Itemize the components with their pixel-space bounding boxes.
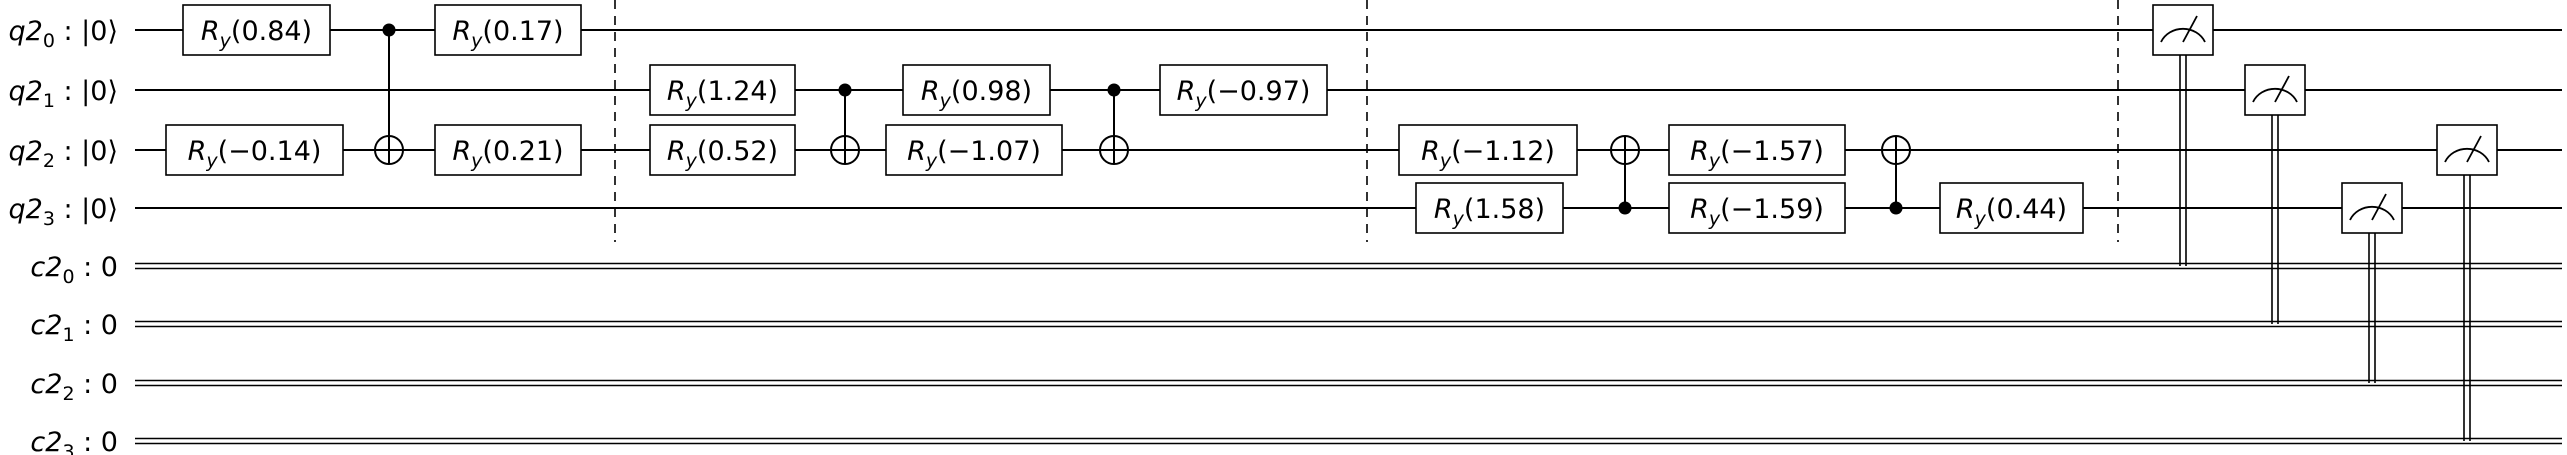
- cnot-gate: [1610, 135, 1640, 215]
- wire-label: c21 : 0: [30, 310, 118, 346]
- ry-gate: Ry(−0.97): [1159, 64, 1328, 116]
- meter-icon: [2349, 193, 2395, 221]
- svg-text:Ry(−1.07): Ry(−1.07): [907, 136, 1041, 172]
- ry-gate: Ry(0.98): [902, 64, 1051, 116]
- ry-gate: Ry(0.17): [434, 4, 582, 56]
- measure-gate: [2244, 64, 2306, 324]
- svg-text:Ry(−0.14): Ry(−0.14): [188, 136, 322, 172]
- svg-text:Ry(−1.59): Ry(−1.59): [1690, 194, 1824, 230]
- barriers: [614, 0, 2119, 242]
- ry-gate: Ry(1.58): [1415, 182, 1564, 234]
- meter-icon: [2444, 135, 2490, 163]
- svg-text:Ry(0.52): Ry(0.52): [667, 136, 778, 172]
- gates: Ry(0.84) Ry(−0.14) Ry(0.17) Ry(0.21) Ry(1.24…: [165, 4, 2498, 441]
- svg-text:Ry(−0.97): Ry(−0.97): [1177, 76, 1311, 112]
- svg-text:Ry(−1.57): Ry(−1.57): [1690, 136, 1824, 172]
- ry-gate: Ry(−1.07): [885, 124, 1063, 176]
- ry-gate: Ry(0.21): [434, 124, 582, 176]
- ry-gate: Ry(0.52): [649, 124, 796, 176]
- meter-icon: [2252, 75, 2298, 103]
- ry-gate: Ry(−1.59): [1668, 182, 1846, 234]
- gate-connectors: [374, 23, 1911, 215]
- cnot-gate: [1099, 83, 1129, 165]
- svg-text:Ry(1.58): Ry(1.58): [1434, 194, 1545, 230]
- wire-label: c22 : 0: [30, 369, 118, 405]
- svg-text:Ry(0.98): Ry(0.98): [921, 76, 1032, 112]
- ry-gate: Ry(0.84): [182, 4, 331, 56]
- measure-gate: [2152, 4, 2214, 266]
- cnot-gate: [1881, 135, 1911, 215]
- svg-text:Ry(1.24): Ry(1.24): [667, 76, 778, 112]
- svg-text:Ry(0.21): Ry(0.21): [452, 136, 563, 172]
- wire-label: c23 : 0: [30, 427, 118, 455]
- svg-text:Ry(0.17): Ry(0.17): [452, 16, 563, 52]
- svg-text:Ry(−1.12): Ry(−1.12): [1421, 136, 1555, 172]
- svg-text:Ry(0.44): Ry(0.44): [1956, 194, 2067, 230]
- wire-label: q23 : |0⟩: [9, 194, 119, 230]
- wire-label: q20 : |0⟩: [9, 16, 119, 52]
- svg-text:Ry(0.84): Ry(0.84): [201, 16, 312, 52]
- ry-gate: Ry(−1.57): [1668, 124, 1846, 176]
- ry-gate: Ry(0.44): [1939, 182, 2084, 234]
- meter-icon: [2160, 15, 2206, 43]
- wire-label: q22 : |0⟩: [9, 136, 119, 172]
- ry-gate: Ry(−1.12): [1398, 124, 1578, 176]
- wire-labels: q20 : |0⟩ q21 : |0⟩ q22 : |0⟩ q23 : |0⟩ c20 …: [9, 16, 119, 455]
- ry-gate: Ry(−0.14): [165, 124, 344, 176]
- ry-gate: Ry(1.24): [649, 64, 796, 116]
- cnot-gate: [374, 23, 404, 165]
- wire-label: c20 : 0: [30, 252, 118, 288]
- wire-label: q21 : |0⟩: [9, 76, 119, 112]
- measure-gate: [2436, 124, 2498, 441]
- circuit-wires: [135, 29, 2562, 445]
- measure-gate: [2341, 182, 2403, 383]
- cnot-gate: [830, 83, 860, 165]
